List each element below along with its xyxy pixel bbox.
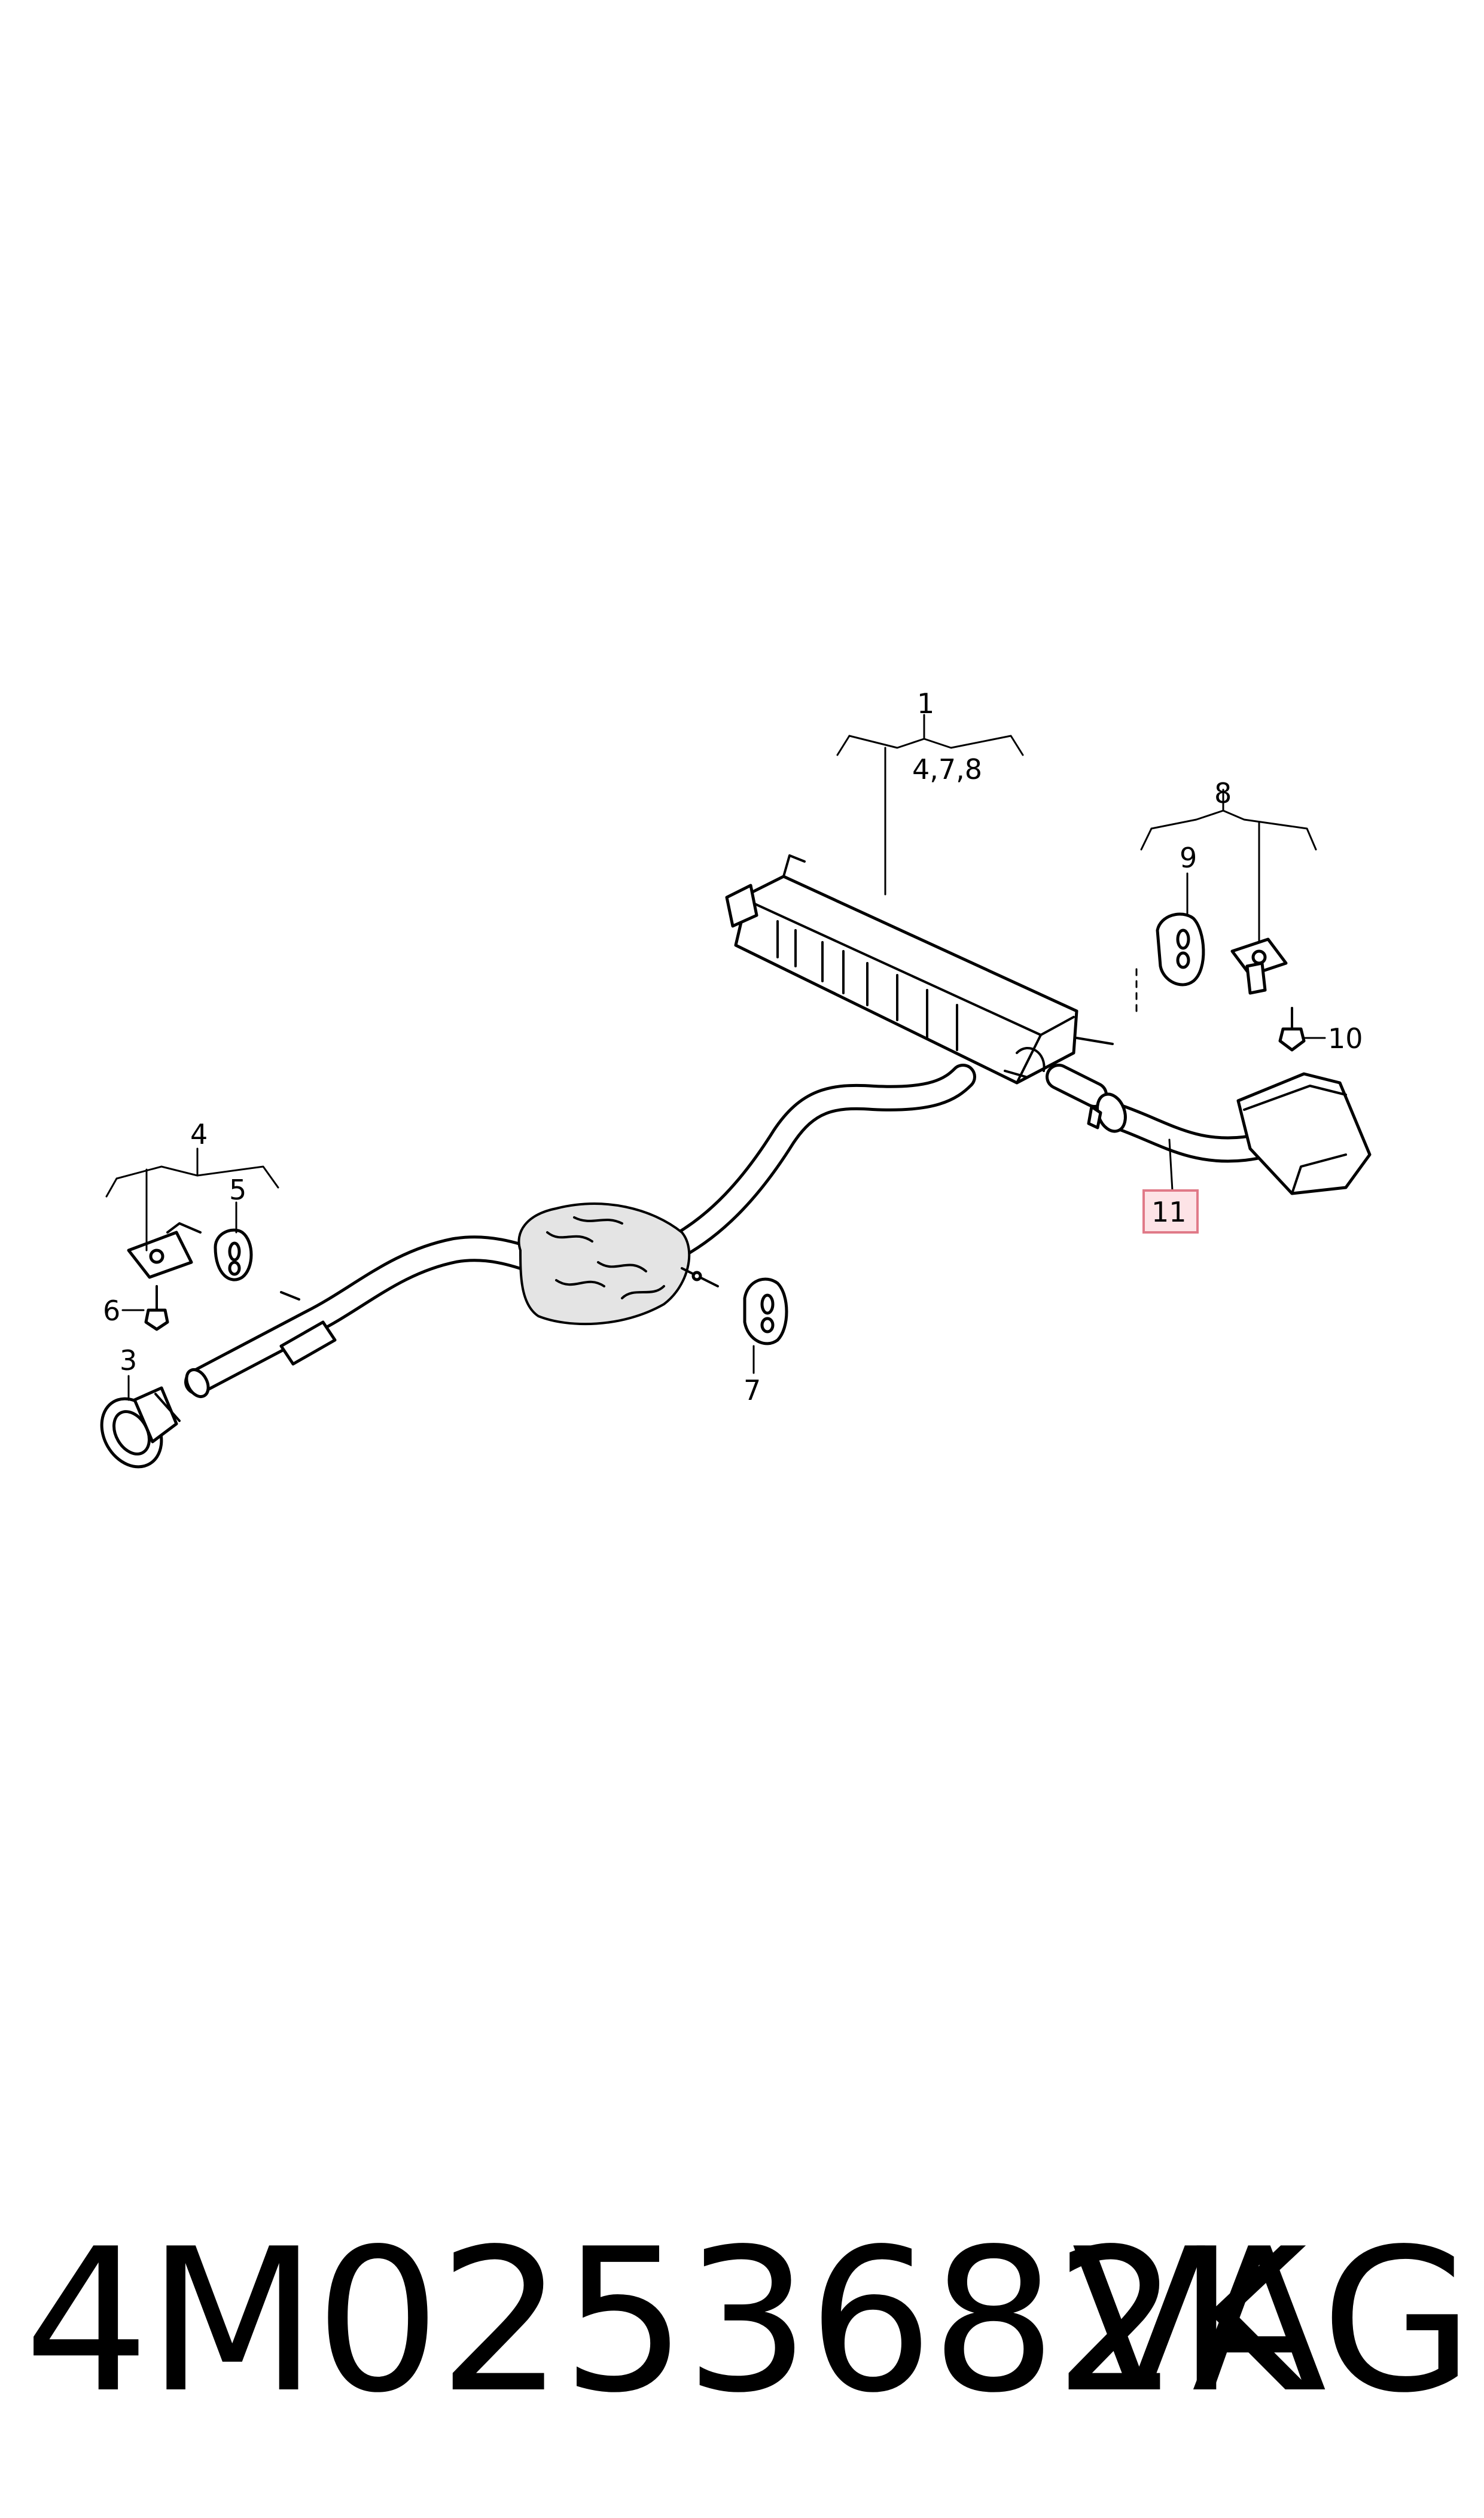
callout-7: 7 — [743, 1374, 761, 1406]
part-number: 4M0253682K — [24, 2206, 1307, 2436]
exhaust-pipe — [184, 1064, 976, 1398]
callout-11-highlight — [1142, 1189, 1199, 1234]
bracket-rear — [1230, 937, 1288, 995]
clamp — [100, 1386, 181, 1469]
callout-8: 8 — [1214, 777, 1232, 809]
rubber-mount-centre — [743, 1277, 788, 1345]
bolt-front — [144, 1285, 169, 1331]
bracket-front — [127, 1222, 202, 1279]
callout-5: 5 — [229, 1174, 246, 1206]
tail-pipe — [1087, 1072, 1372, 1195]
rear-silencer — [725, 854, 1114, 1108]
centre-silencer — [517, 1202, 719, 1326]
callout-1-subparts: 4,7,8 — [912, 753, 982, 785]
callout-10: 10 — [1328, 1022, 1363, 1055]
callout-1: 1 — [917, 687, 934, 720]
callout-6: 6 — [103, 1295, 120, 1327]
callout-11: 11 — [1151, 1196, 1187, 1228]
callout-4: 4 — [190, 1118, 208, 1150]
footer-caption: 4M0253682K VAG — [24, 2206, 1474, 2436]
brand-name: VAG — [1071, 2206, 1474, 2436]
callout-leaders — [105, 714, 1326, 1401]
callout-9: 9 — [1180, 842, 1197, 874]
callout-3: 3 — [120, 1344, 137, 1377]
bolt-rear — [1278, 1007, 1306, 1052]
rubber-mount-front — [214, 1228, 253, 1281]
rubber-mount-rear — [1156, 912, 1205, 987]
